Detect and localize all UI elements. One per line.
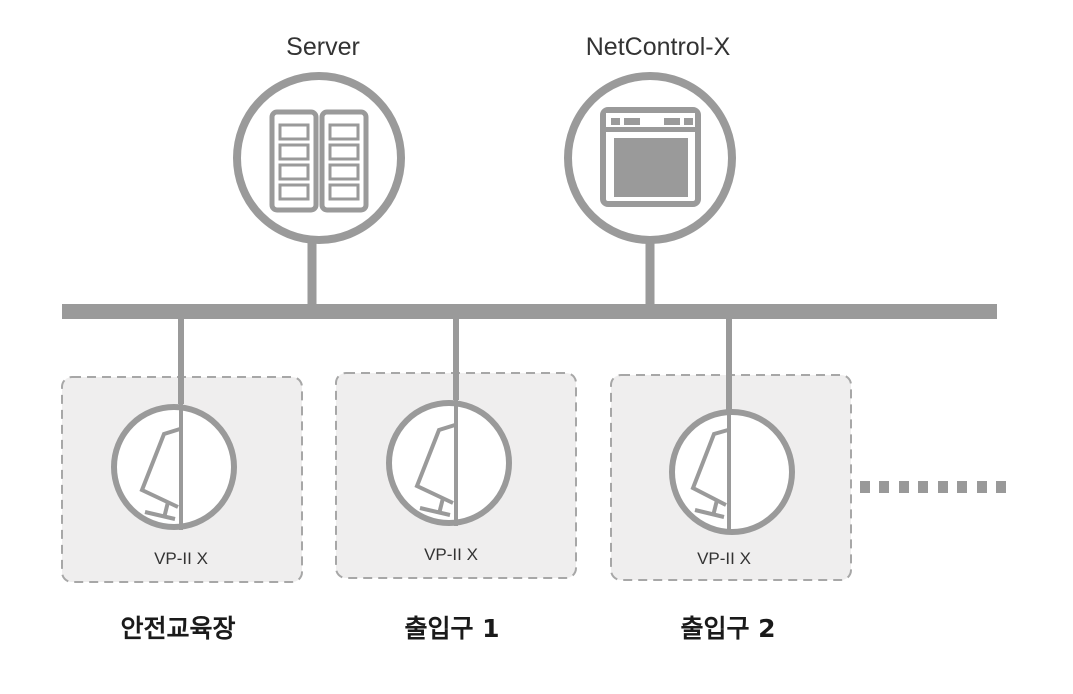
app-window-icon [600,107,701,207]
network-bus [62,304,997,319]
server-node: Server [233,33,405,304]
zone-label: 출입구 1 [404,614,499,643]
server-label: Server [286,33,360,61]
monitor-terminal-icon [690,428,729,519]
more-devices-ellipsis [860,481,1006,493]
zone-label: 안전교육장 [120,614,235,643]
device-label: VP-II X [154,549,208,568]
device-label: VP-II X [697,549,751,568]
monitor-terminal-icon [414,423,456,517]
device-zone-1: VP-II X 안전교육장 [61,319,303,643]
netcontrol-node: NetControl-X [564,33,736,304]
monitor-terminal-icon [139,427,181,521]
device-label: VP-II X [424,545,478,564]
netcontrol-label: NetControl-X [586,33,731,61]
device-zone-2: VP-II X 출입구 1 [335,319,577,643]
device-zone-3: VP-II X 출입구 2 [610,319,852,643]
zone-label: 출입구 2 [680,614,775,643]
server-rack-icon [269,109,369,213]
